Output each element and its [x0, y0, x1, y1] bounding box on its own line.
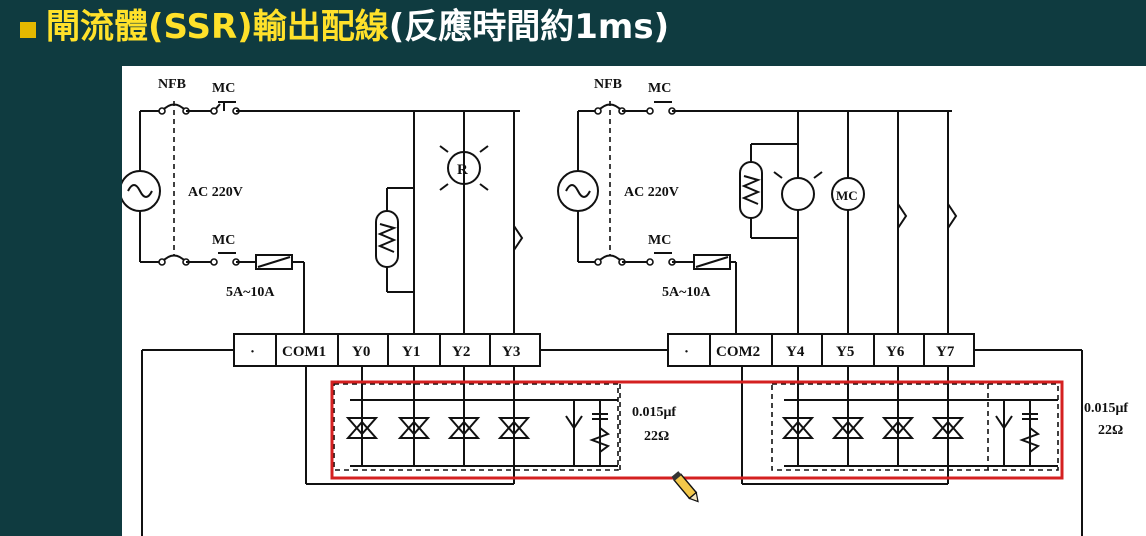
terminal-block-right: · COM2 Y4 Y5 Y6 Y7: [667, 333, 975, 367]
mc-top-label-right: MC: [648, 81, 671, 96]
snubber-resistor-right-icon: [1019, 427, 1041, 453]
terminal-y5: Y5: [836, 344, 854, 360]
terminal-y3: Y3: [502, 344, 520, 360]
heater-load-left-icon: [375, 210, 399, 268]
nfb-label-left: NFB: [158, 77, 186, 92]
terminal-y7: Y7: [936, 344, 955, 360]
terminal-dot-left: ·: [250, 344, 255, 360]
terminal-com1: COM1: [282, 344, 326, 360]
pen-cursor-icon: [671, 471, 699, 503]
terminal-y4: Y4: [786, 344, 805, 360]
snubber-cap-label-left: 0.015μf: [632, 405, 676, 420]
snubber-res-label-left: 22Ω: [644, 429, 669, 444]
snubber-cap-label-right: 0.015μf: [1084, 401, 1128, 416]
mc-bottom-label-right: MC: [648, 233, 671, 248]
snubber-resistor-left-icon: [589, 427, 611, 453]
fuse-rating-left: 5A~10A: [226, 285, 275, 300]
terminal-y0: Y0: [352, 344, 370, 360]
terminal-block-left: · COM1 Y0 Y1 Y2 Y3: [233, 333, 541, 367]
terminal-y1: Y1: [402, 344, 420, 360]
slide-title: 閘流體(SSR)輸出配線(反應時間約1ms): [46, 2, 669, 52]
right-circuit: NFB MC AC 220V MC 5A~10A MC · COM2: [557, 77, 1128, 485]
supply-label-right: AC 220V: [624, 185, 679, 200]
triac-left-icons: [345, 417, 531, 439]
terminal-dot-right: ·: [684, 344, 689, 360]
snubber-varistor-right-icon: [995, 415, 1013, 430]
ssr-wiring-schematic: NFB MC AC 220V MC 5A~10A R: [122, 77, 1128, 536]
lamp-load-icon: [447, 151, 481, 185]
title-bullet: [20, 22, 36, 38]
ssr-module-right: [771, 383, 1059, 471]
title-subtitle: (反應時間約1ms): [388, 7, 670, 47]
terminal-com2: COM2: [716, 344, 760, 360]
coil-load-y6-icon: [897, 203, 908, 229]
sine-wave-right-icon: [565, 184, 591, 198]
ssr-module-left: [333, 383, 619, 471]
coil-load-y3-icon: [513, 225, 524, 251]
snubber-res-label-right: 22Ω: [1098, 423, 1123, 438]
supply-label-left: AC 220V: [188, 185, 243, 200]
mc-top-label-left: MC: [212, 81, 235, 96]
lamp-load-right-icon: [781, 177, 815, 211]
terminal-y6: Y6: [886, 344, 905, 360]
terminal-y2: Y2: [452, 344, 470, 360]
left-circuit: NFB MC AC 220V MC 5A~10A R: [122, 77, 676, 485]
motor-symbol-label: MC: [836, 188, 858, 203]
coil-load-y7-icon: [947, 203, 958, 229]
triac-right-icons: [781, 417, 965, 439]
motor-load-icon: [831, 177, 865, 211]
sine-wave-left-icon: [127, 184, 153, 198]
lamp-symbol-label: R: [457, 162, 468, 178]
nfb-label-right: NFB: [594, 77, 622, 92]
title-main: 閘流體(SSR)輸出配線: [46, 7, 389, 47]
fuse-rating-right: 5A~10A: [662, 285, 711, 300]
ssr-highlight-box: [330, 380, 1064, 480]
snubber-varistor-left-icon: [565, 415, 583, 430]
mc-bottom-label-left: MC: [212, 233, 235, 248]
wiring-diagram: NFB MC AC 220V MC 5A~10A R: [122, 66, 1146, 536]
